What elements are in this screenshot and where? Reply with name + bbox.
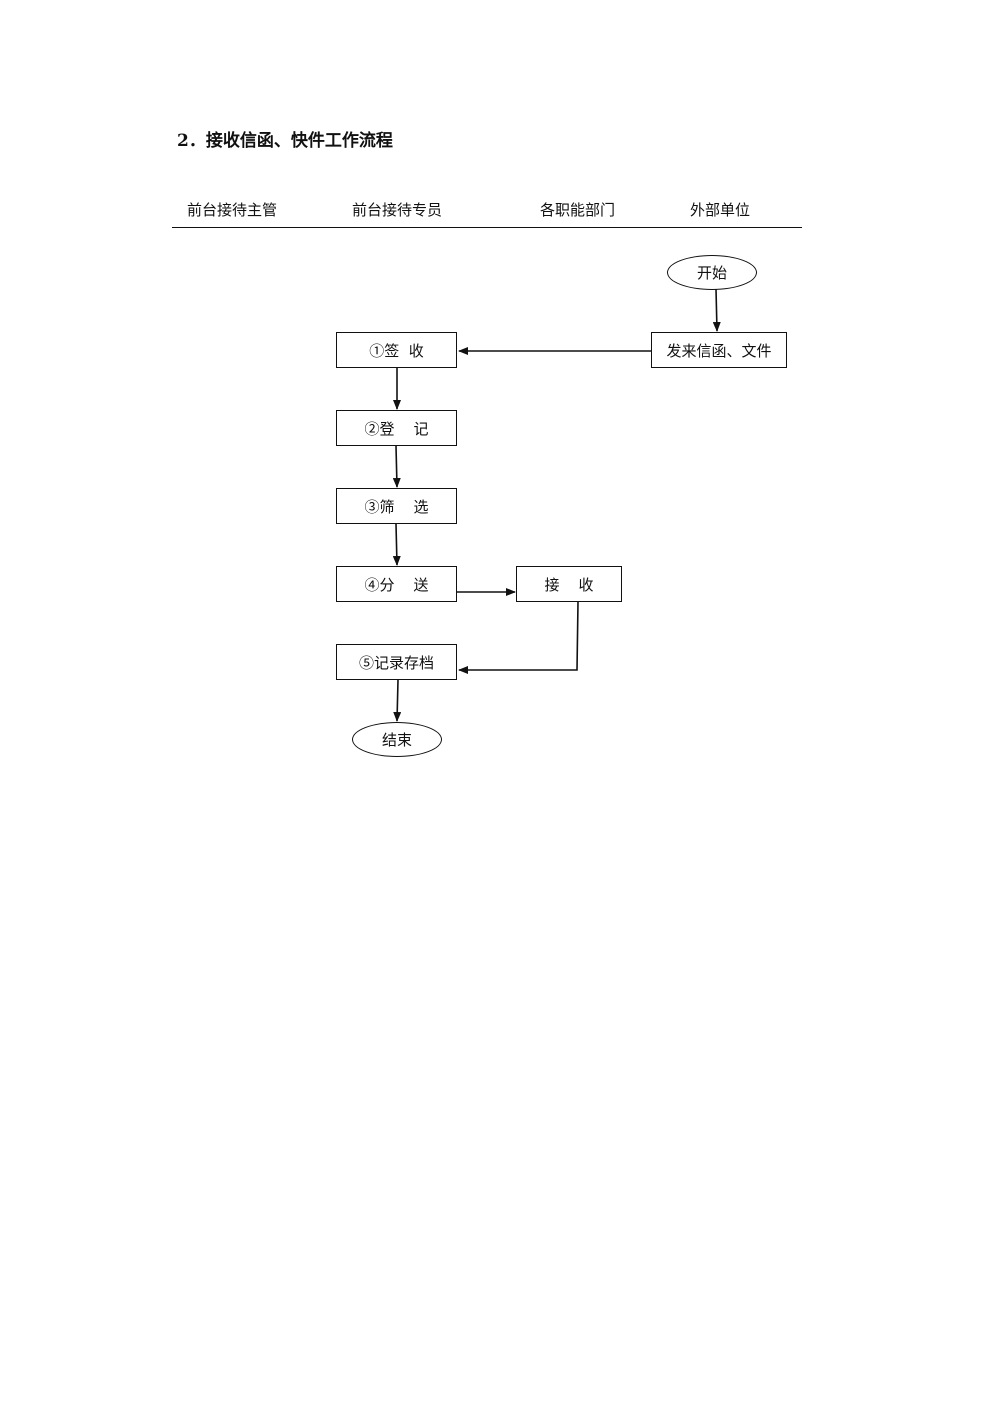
lane-header-functional-departments: 各职能部门 — [540, 201, 616, 219]
step4-distribute-node: ④分 送 — [336, 566, 457, 602]
step3-screen-node: ③筛 选 — [336, 488, 457, 524]
department-receive-node: 接 收 — [516, 566, 622, 602]
lane-header-divider — [172, 227, 802, 228]
lane-header-external-units: 外部单位 — [690, 201, 751, 219]
step1-sign-node: ①签 收 — [336, 332, 457, 368]
step2-register-node: ②登 记 — [336, 410, 457, 446]
page-title: 2．接收信函、快件工作流程 — [177, 131, 393, 151]
arrow-receive-to-archive — [458, 601, 579, 674]
lane-header-reception-specialist: 前台接待专员 — [352, 201, 443, 219]
arrow-register-to-screen — [392, 445, 401, 488]
end-node: 结束 — [352, 722, 442, 757]
incoming-letters-node: 发来信函、文件 — [651, 332, 787, 368]
arrow-archive-to-end — [393, 679, 402, 722]
step5-archive-node: ⑤记录存档 — [336, 644, 457, 680]
arrow-screen-to-distribute — [392, 523, 401, 566]
lane-header-reception-supervisor: 前台接待主管 — [187, 201, 278, 219]
arrow-start-to-incoming — [712, 288, 721, 332]
start-node: 开始 — [667, 255, 757, 290]
